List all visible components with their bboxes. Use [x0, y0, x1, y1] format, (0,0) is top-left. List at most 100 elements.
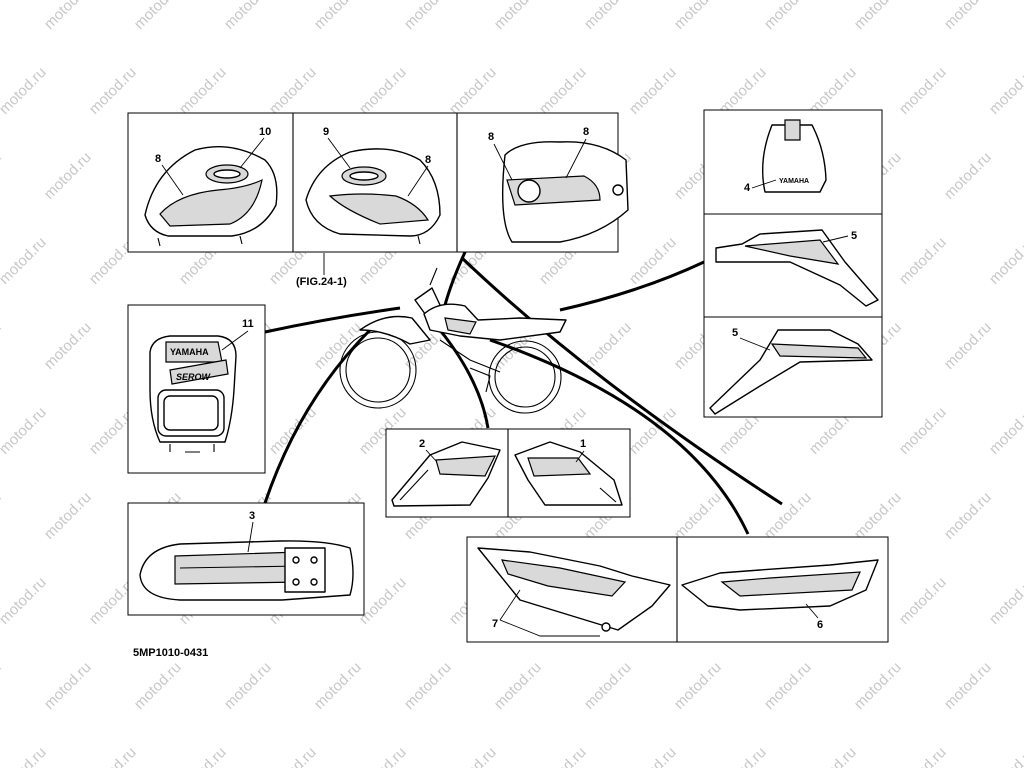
tail-brand-decal: YAMAHA: [779, 178, 809, 185]
side-cover-right: [681, 559, 879, 611]
watermark-text: motod.ru: [356, 744, 410, 768]
watermark-text: motod.ru: [0, 744, 50, 768]
watermark-text: motod.ru: [266, 404, 320, 458]
callout-3: 3: [249, 510, 255, 522]
connector-headlight: [264, 306, 401, 334]
watermark-text: motod.ru: [131, 659, 185, 713]
watermark-text: motod.ru: [941, 319, 995, 373]
watermark-text: motod.ru: [581, 659, 635, 713]
side-cover-left: [477, 547, 671, 632]
watermark-text: motod.ru: [86, 744, 140, 768]
watermark-text: motod.ru: [491, 659, 545, 713]
callout-4: 4: [744, 182, 751, 194]
watermark-text: motod.ru: [986, 574, 1024, 628]
connector-lines: [263, 249, 783, 535]
watermark-text: motod.ru: [536, 64, 590, 118]
motorcycle-outline: [339, 267, 567, 414]
watermark-text: motod.ru: [41, 489, 95, 543]
connector-long: [460, 256, 783, 506]
watermark-text: motod.ru: [761, 659, 815, 713]
watermark-text: motod.ru: [221, 659, 275, 713]
callout-9: 9: [323, 126, 329, 138]
watermark-text: motod.ru: [896, 234, 950, 288]
watermark-text: motod.ru: [896, 404, 950, 458]
watermark-text: motod.ru: [0, 574, 50, 628]
watermark-text: motod.ru: [41, 0, 95, 33]
headlight-panel: YAMAHA SEROW 11: [127, 304, 266, 474]
watermark-text: motod.ru: [0, 149, 5, 203]
tank-top-cover: [501, 141, 629, 243]
watermark-text: motod.ru: [446, 744, 500, 768]
watermark-text: motod.ru: [86, 64, 140, 118]
drawing-code: 5MP1010-0431: [133, 647, 208, 659]
connector-tail: [559, 260, 705, 312]
fuel-tank-right: [305, 148, 441, 245]
watermark-text: motod.ru: [0, 0, 5, 33]
watermark-text: motod.ru: [851, 0, 905, 33]
watermark-text: motod.ru: [0, 489, 5, 543]
watermark-text: motod.ru: [986, 404, 1024, 458]
headlight-brand-decal: YAMAHA: [170, 347, 209, 357]
watermark-text: motod.ru: [401, 0, 455, 33]
side-cover-panel: 7 6: [466, 536, 889, 643]
callout-8-d: 8: [583, 126, 589, 138]
watermark-text: motod.ru: [41, 149, 95, 203]
watermark-text: motod.ru: [716, 744, 770, 768]
watermark-text: motod.ru: [401, 659, 455, 713]
watermark-text: motod.ru: [626, 234, 680, 288]
watermark-text: motod.ru: [491, 0, 545, 33]
callout-5-b: 5: [732, 327, 738, 339]
watermark-text: motod.ru: [896, 574, 950, 628]
callout-6: 6: [817, 619, 823, 631]
watermark-text: motod.ru: [0, 404, 50, 458]
shroud-right: [514, 441, 623, 506]
watermark-text: motod.ru: [176, 64, 230, 118]
rear-decal-upper: [715, 229, 879, 307]
watermark-text: motod.ru: [41, 319, 95, 373]
watermark-text: motod.ru: [986, 744, 1024, 768]
watermark-text: motod.ru: [311, 659, 365, 713]
headlight-model-decal: SEROW: [176, 372, 212, 382]
figure-reference: (FIG.24-1): [296, 276, 347, 288]
callout-7: 7: [492, 618, 498, 630]
connector-fender: [263, 328, 372, 504]
watermark-text: motod.ru: [0, 234, 50, 288]
callout-8-c: 8: [488, 131, 494, 143]
watermark-text: motod.ru: [41, 659, 95, 713]
connector-tank: [443, 249, 468, 306]
callout-11: 11: [242, 318, 254, 330]
watermark-text: motod.ru: [671, 0, 725, 33]
watermark-text: motod.ru: [266, 744, 320, 768]
watermark-text: motod.ru: [986, 234, 1024, 288]
callout-8-b: 8: [425, 154, 431, 166]
watermark-text: motod.ru: [0, 659, 5, 713]
watermark-text: motod.ru: [0, 319, 5, 373]
watermark-text: motod.ru: [266, 64, 320, 118]
fuel-tank-left: [144, 145, 278, 247]
watermark-text: motod.ru: [221, 0, 275, 33]
watermark-text: motod.ru: [941, 0, 995, 33]
rear-decal-lower: [709, 329, 873, 415]
callout-8-a: 8: [155, 153, 161, 165]
watermark-text: motod.ru: [941, 149, 995, 203]
watermark-text: motod.ru: [851, 489, 905, 543]
callout-10: 10: [259, 126, 271, 138]
watermark-text: motod.ru: [356, 64, 410, 118]
watermark-text: motod.ru: [761, 0, 815, 33]
tail-cover: YAMAHA: [761, 119, 827, 193]
watermark-text: motod.ru: [941, 489, 995, 543]
callout-5-a: 5: [851, 230, 857, 242]
watermark-text: motod.ru: [311, 0, 365, 33]
watermark-text: motod.ru: [851, 659, 905, 713]
watermark-text: motod.ru: [581, 319, 635, 373]
watermark-text: motod.ru: [986, 64, 1024, 118]
watermark-text: motod.ru: [0, 64, 50, 118]
connector-shrouds: [438, 329, 490, 429]
shroud-panel: 2 1: [385, 428, 631, 518]
fender-panel: 3: [127, 502, 365, 616]
connector-covers: [489, 338, 750, 535]
watermark-text: motod.ru: [581, 0, 635, 33]
callout-1: 1: [580, 438, 586, 450]
watermark-text: motod.ru: [896, 64, 950, 118]
